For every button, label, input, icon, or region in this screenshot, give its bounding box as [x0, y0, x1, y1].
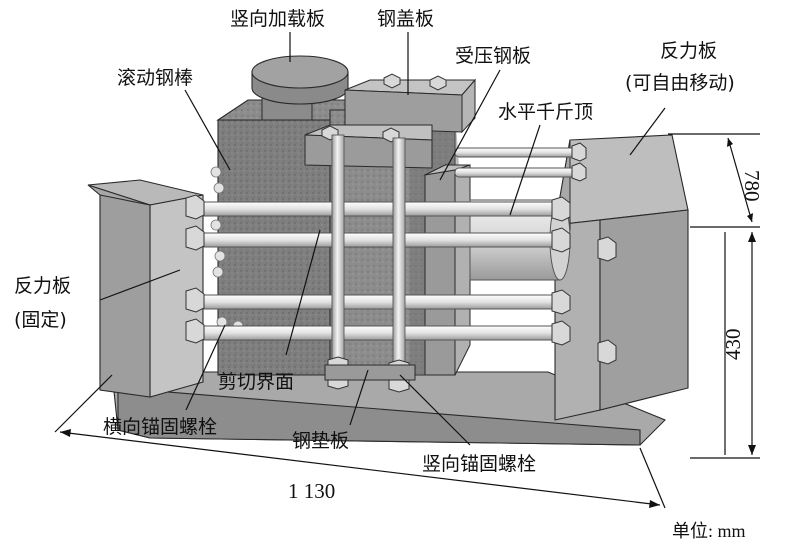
label-vertical-loading-plate: 竖向加载板 — [230, 8, 325, 30]
label-rolling-steel-bars: 滚动钢棒 — [117, 67, 193, 89]
vertical-anchor-bolts — [327, 134, 410, 393]
label-horizontal-jack: 水平千斤顶 — [498, 101, 593, 123]
dimension-lines — [54, 133, 760, 509]
reaction-plate-movable — [554, 134, 689, 421]
label-transverse-anchor-bolt: 横向锚固螺栓 — [103, 416, 217, 438]
unit-label: 单位: mm — [672, 521, 746, 541]
label-vertical-anchor-bolt: 竖向锚固螺栓 — [422, 453, 536, 475]
reaction-plate-fixed — [87, 179, 204, 398]
steel-shim-plate — [324, 364, 416, 381]
label-shear-interface: 剪切界面 — [218, 371, 294, 393]
label-reaction-plate-fixed-2: (固定) — [14, 309, 67, 331]
label-steel-shim-plate: 钢垫板 — [292, 430, 349, 452]
leader-lines — [99, 32, 666, 446]
label-reaction-plate-movable-1: 反力板 — [660, 40, 717, 62]
compression-steel-plate — [423, 164, 471, 376]
dimension-width: 780 — [740, 170, 764, 202]
label-compression-steel-plate: 受压钢板 — [455, 45, 531, 67]
dimension-length: 1 130 — [288, 479, 335, 503]
label-reaction-plate-movable-2: (可自由移动) — [625, 72, 735, 94]
vertical-loading-plate — [251, 55, 349, 121]
base-plate — [111, 371, 666, 446]
dimension-height: 430 — [721, 329, 745, 361]
transverse-anchor-bolts — [185, 142, 617, 365]
label-reaction-plate-fixed-1: 反力板 — [14, 275, 71, 297]
label-steel-cover-plate: 钢盖板 — [377, 8, 434, 30]
